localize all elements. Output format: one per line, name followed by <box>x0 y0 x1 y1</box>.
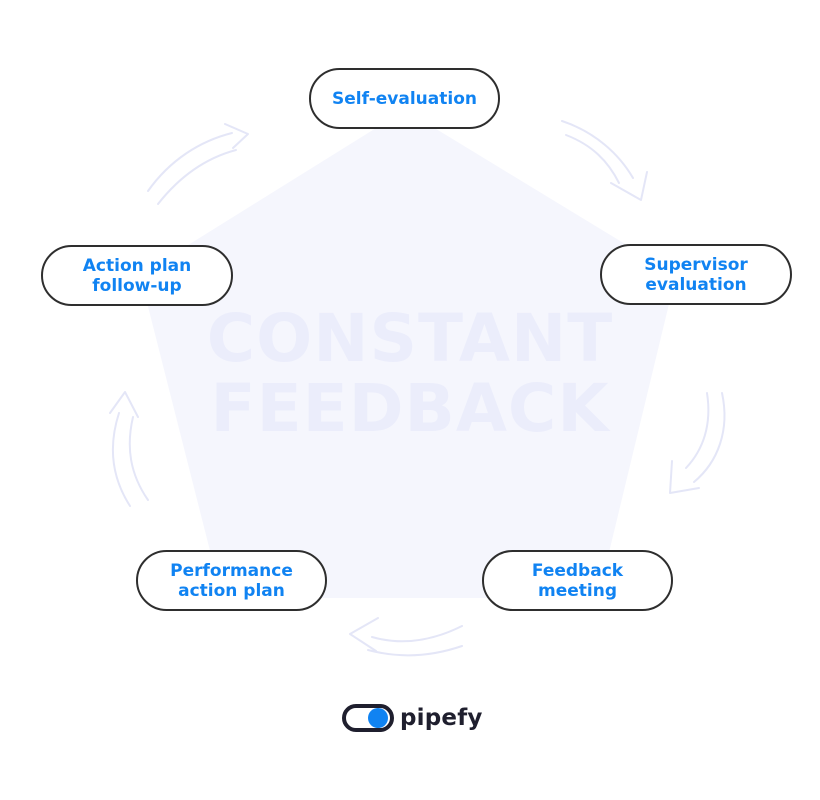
center-label-line-2: FEEDBACK <box>210 370 610 447</box>
node-label-line-1: Self-evaluation <box>332 88 477 109</box>
node-label-line-1: Supervisor <box>644 254 748 275</box>
arrow-feedback-to-performance <box>349 617 463 657</box>
node-label-line-1: Action plan <box>82 255 192 276</box>
node-supervisor-evaluation: Supervisor evaluation <box>600 244 792 305</box>
node-performance-action-plan: Performance action plan <box>136 550 327 611</box>
arrow-action-to-self <box>147 123 249 205</box>
node-action-plan-follow-up: Action plan follow-up <box>41 245 233 306</box>
arrow-supervisor-to-feedback <box>669 392 726 494</box>
arrow-self-to-supervisor <box>561 120 648 201</box>
node-label-line-2: follow-up <box>92 275 182 296</box>
arrow-performance-to-action <box>109 391 149 507</box>
background-pentagon <box>140 110 676 598</box>
node-label-line-2: evaluation <box>645 274 747 295</box>
pipefy-toggle-icon <box>342 704 394 732</box>
logo-text: pipefy <box>400 705 483 731</box>
node-label-line-1: Feedback <box>531 560 624 581</box>
node-self-evaluation: Self-evaluation <box>309 68 500 129</box>
center-label-line-1: CONSTANT <box>206 300 614 377</box>
node-label-line-2: action plan <box>178 580 285 601</box>
node-feedback-meeting: Feedback meeting <box>482 550 673 611</box>
pipefy-logo: pipefy <box>342 702 483 734</box>
node-label-line-1: Performance <box>170 560 293 581</box>
node-label-line-2: meeting <box>538 580 617 601</box>
